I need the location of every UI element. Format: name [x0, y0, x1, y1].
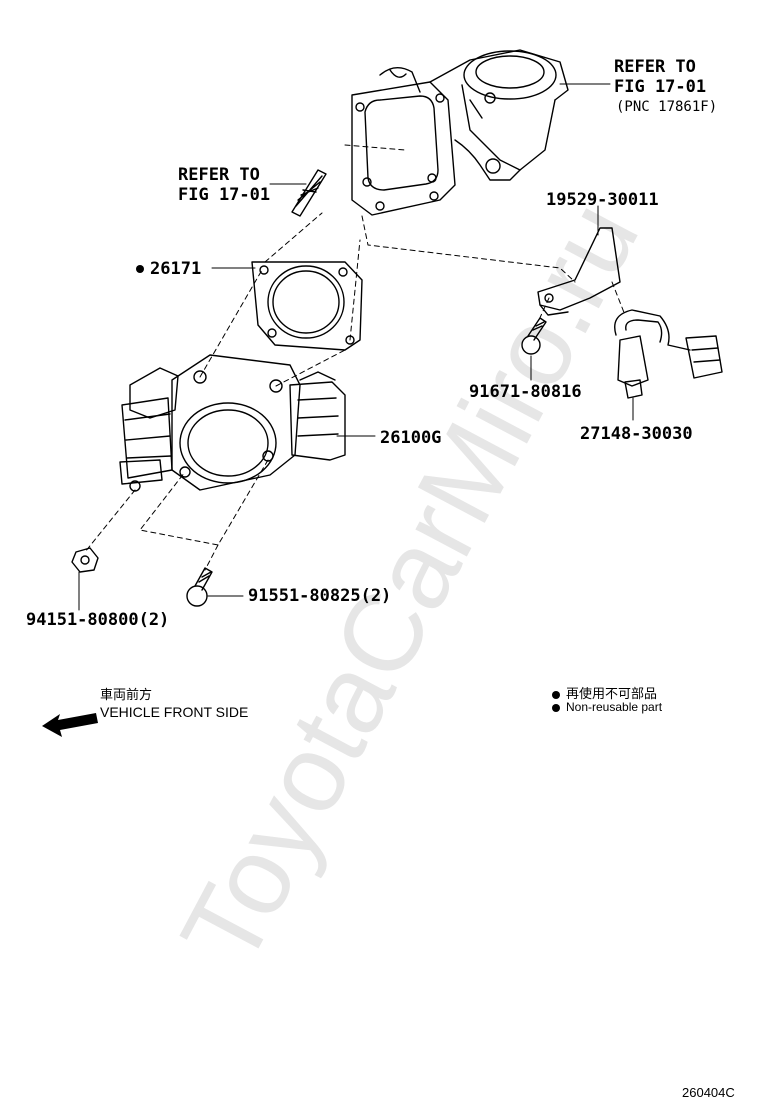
- legend-dot-icon: [552, 703, 560, 712]
- throttle-body-part: [119, 354, 346, 492]
- part-26100g-label: 26100G: [380, 428, 442, 448]
- part-19529-label: 19529-30011: [546, 190, 659, 210]
- part-26171-number: 26171: [150, 259, 202, 279]
- direction-en: VEHICLE FRONT SIDE: [100, 704, 249, 720]
- legend-en: Non-reusable part: [566, 700, 663, 714]
- part-91551-label: 91551-80825(2): [248, 586, 392, 606]
- figure-id: 260404C: [682, 1085, 735, 1100]
- non-reusable-dot-icon: [136, 265, 144, 273]
- sensor-harness-part: [614, 309, 723, 399]
- front-direction-arrow-icon: [42, 713, 98, 737]
- nut-part: [71, 547, 99, 573]
- part-94151-label: 94151-80800(2): [26, 610, 170, 630]
- direction-jp: 車両前方: [100, 687, 153, 702]
- legend-dot-icon: [552, 690, 560, 699]
- bolt-91551-part: [186, 567, 213, 607]
- refer-top-line1: REFER TO: [614, 57, 696, 77]
- legend-jp: 再使用不可部品: [566, 686, 658, 701]
- refer-top-line2: FIG 17-01: [614, 77, 707, 97]
- assembly-dashed-lines: [84, 144, 626, 571]
- part-26171-label: 26171: [136, 259, 201, 279]
- refer-left-line2: FIG 17-01: [178, 185, 271, 205]
- intake-flange-part: [351, 49, 569, 216]
- gasket-part: [251, 261, 363, 351]
- legend-jp-row: 再使用不可部品: [552, 683, 657, 702]
- refer-left-line1: REFER TO: [178, 165, 260, 185]
- bracket-part: [537, 227, 621, 316]
- part-91671-label: 91671-80816: [469, 382, 582, 402]
- stud-bolt-part: [291, 169, 327, 217]
- refer-top-line3: (PNC 17861F): [616, 99, 718, 115]
- legend-en-row: Non-reusable part: [552, 700, 662, 714]
- bolt-91671-part: [521, 317, 547, 355]
- part-27148-label: 27148-30030: [580, 424, 693, 444]
- leader-lines: [78, 83, 634, 611]
